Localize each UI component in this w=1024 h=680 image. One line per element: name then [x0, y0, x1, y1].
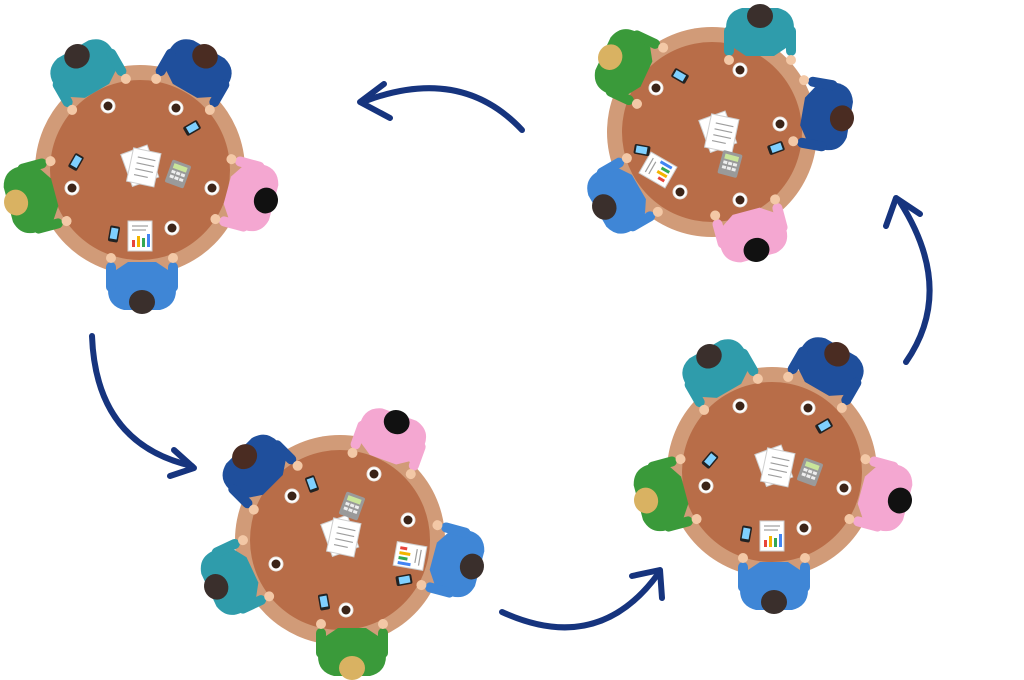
coffee-cup-icon — [732, 192, 748, 208]
coffee-cup-icon — [284, 488, 300, 504]
arrow-table1-to-table2 — [89, 333, 197, 479]
arrow-table4-to-table1 — [357, 81, 525, 133]
coffee-cup-icon — [268, 556, 284, 572]
round-table-1 — [0, 27, 287, 314]
coffee-cup-icon — [338, 602, 354, 618]
coffee-cup-icon — [64, 180, 80, 196]
arrow-table2-to-table3 — [499, 567, 665, 631]
coffee-cup-icon — [648, 80, 664, 96]
coffee-cup-icon — [366, 466, 382, 482]
bar-chart-report-icon — [759, 520, 785, 552]
coffee-cup-icon — [836, 480, 852, 496]
coffee-cup-icon — [400, 512, 416, 528]
round-table-2 — [190, 398, 493, 680]
coffee-cup-icon — [204, 180, 220, 196]
coffee-cup-icon — [800, 400, 816, 416]
coffee-cup-icon — [772, 116, 788, 132]
round-table-3 — [625, 325, 921, 614]
coffee-cup-icon — [168, 100, 184, 116]
coffee-cup-icon — [100, 98, 116, 114]
bar-chart-report-icon — [127, 220, 153, 252]
coffee-cup-icon — [732, 62, 748, 78]
coffee-cup-icon — [732, 398, 748, 414]
bar-chart-report-icon — [392, 540, 428, 572]
coffee-cup-icon — [164, 220, 180, 236]
coffee-cup-icon — [796, 520, 812, 536]
coffee-cup-icon — [672, 184, 688, 200]
arrow-table3-to-table4 — [883, 195, 933, 365]
round-table-4 — [575, 4, 861, 271]
coffee-cup-icon — [698, 478, 714, 494]
